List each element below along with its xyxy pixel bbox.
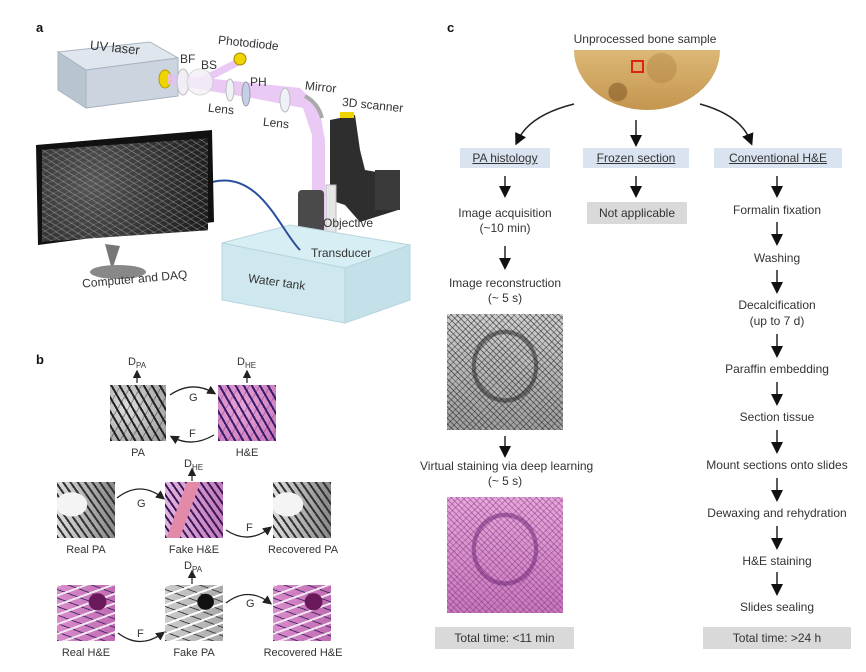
conv-step-section: Section tissue (739, 410, 815, 424)
label-fake-pa: Fake PA (173, 647, 215, 659)
label-pa: PA (131, 447, 145, 459)
conv-step-dewaxing: Dewaxing and rehydration (707, 506, 847, 520)
disc-pa-top: DPA (128, 356, 147, 370)
lens-2 (279, 87, 291, 113)
arrow-to-conventional (699, 103, 754, 146)
uv-laser-box (56, 41, 180, 109)
cable (211, 179, 301, 251)
roi-marker (631, 60, 644, 73)
conv-step-sealing: Slides sealing (739, 600, 815, 614)
conv-step-formalin: Formalin fixation (732, 203, 822, 217)
panel-c-label: c (447, 20, 455, 35)
image-fake-he (165, 482, 223, 538)
label-he: H&E (235, 447, 259, 459)
header-conventional-he: Conventional H&E (714, 148, 842, 168)
label-transducer: Transducer (311, 246, 372, 260)
image-real-pa (57, 482, 115, 538)
label-recovered-he: Recovered H&E (263, 647, 343, 659)
bs-splitter (186, 68, 214, 96)
disc-he-top: DHE (237, 356, 257, 370)
lens-1 (225, 78, 235, 102)
photodiode (233, 52, 247, 66)
label-f-top: F (189, 428, 196, 440)
arrow-g-row1 (116, 488, 166, 500)
pa-reconstructed-image (447, 314, 563, 430)
water-tank (221, 224, 411, 324)
image-recovered-he (273, 585, 331, 641)
label-g-row2: G (246, 598, 255, 610)
label-recovered-pa: Recovered PA (267, 544, 339, 556)
image-real-he (57, 585, 115, 641)
label-bs: BS (201, 58, 218, 72)
conv-step-paraffin: Paraffin embedding (725, 362, 829, 376)
conv-step-decalcification-time: (up to 7 d) (749, 314, 805, 328)
arrow-g-top (169, 385, 217, 396)
image-recovered-pa (273, 482, 331, 538)
image-fake-pa (165, 585, 223, 641)
label-real-pa: Real PA (66, 544, 106, 556)
3d-scanner (330, 112, 400, 222)
pa-total-time: Total time: <11 min (435, 627, 574, 649)
pa-step-reconstruction: Image reconstruction (~ 5 s) (448, 276, 562, 305)
arrow-to-pa (515, 103, 575, 146)
panel-a-label: a (36, 20, 44, 35)
image-pa (110, 385, 166, 441)
cyclegan-arrows (116, 369, 273, 643)
label-ph: PH (250, 75, 267, 89)
sample-title: Unprocessed bone sample (573, 32, 717, 46)
arrow-f-row1 (225, 526, 273, 538)
arrow-f-row2 (117, 631, 166, 643)
label-objective: Objective (323, 216, 374, 230)
pa-step-virtual-staining: Virtual staining via deep learning (~ 5 … (420, 459, 594, 488)
conv-step-he-staining: H&E staining (742, 554, 812, 568)
arrow-g-row2 (225, 593, 273, 605)
label-real-he: Real H&E (61, 647, 111, 659)
frozen-not-applicable: Not applicable (587, 202, 687, 224)
label-g-top: G (189, 392, 198, 404)
panel-b-label: b (36, 352, 44, 367)
pa-step-acquisition: Image acquisition (~10 min) (458, 206, 552, 235)
mirror (303, 94, 324, 119)
pinhole (241, 81, 251, 107)
label-bf: BF (180, 52, 196, 66)
disc-he-row1: DHE (184, 458, 204, 472)
conv-step-washing: Washing (753, 251, 801, 265)
conv-step-mount: Mount sections onto slides (706, 458, 848, 472)
header-pa-histology: PA histology (460, 148, 550, 168)
label-f-row2: F (137, 628, 144, 640)
label-fake-he: Fake H&E (168, 544, 220, 556)
conv-step-decalcification: Decalcification (738, 298, 816, 312)
arrow-f-top (169, 434, 215, 445)
image-he (218, 385, 276, 441)
label-g-row1: G (137, 498, 146, 510)
disc-pa-row2: DPA (184, 560, 203, 574)
pa-virtual-stain-image (447, 497, 563, 613)
label-f-row1: F (246, 522, 253, 534)
conv-total-time: Total time: >24 h (703, 627, 851, 649)
header-frozen-section: Frozen section (583, 148, 689, 168)
